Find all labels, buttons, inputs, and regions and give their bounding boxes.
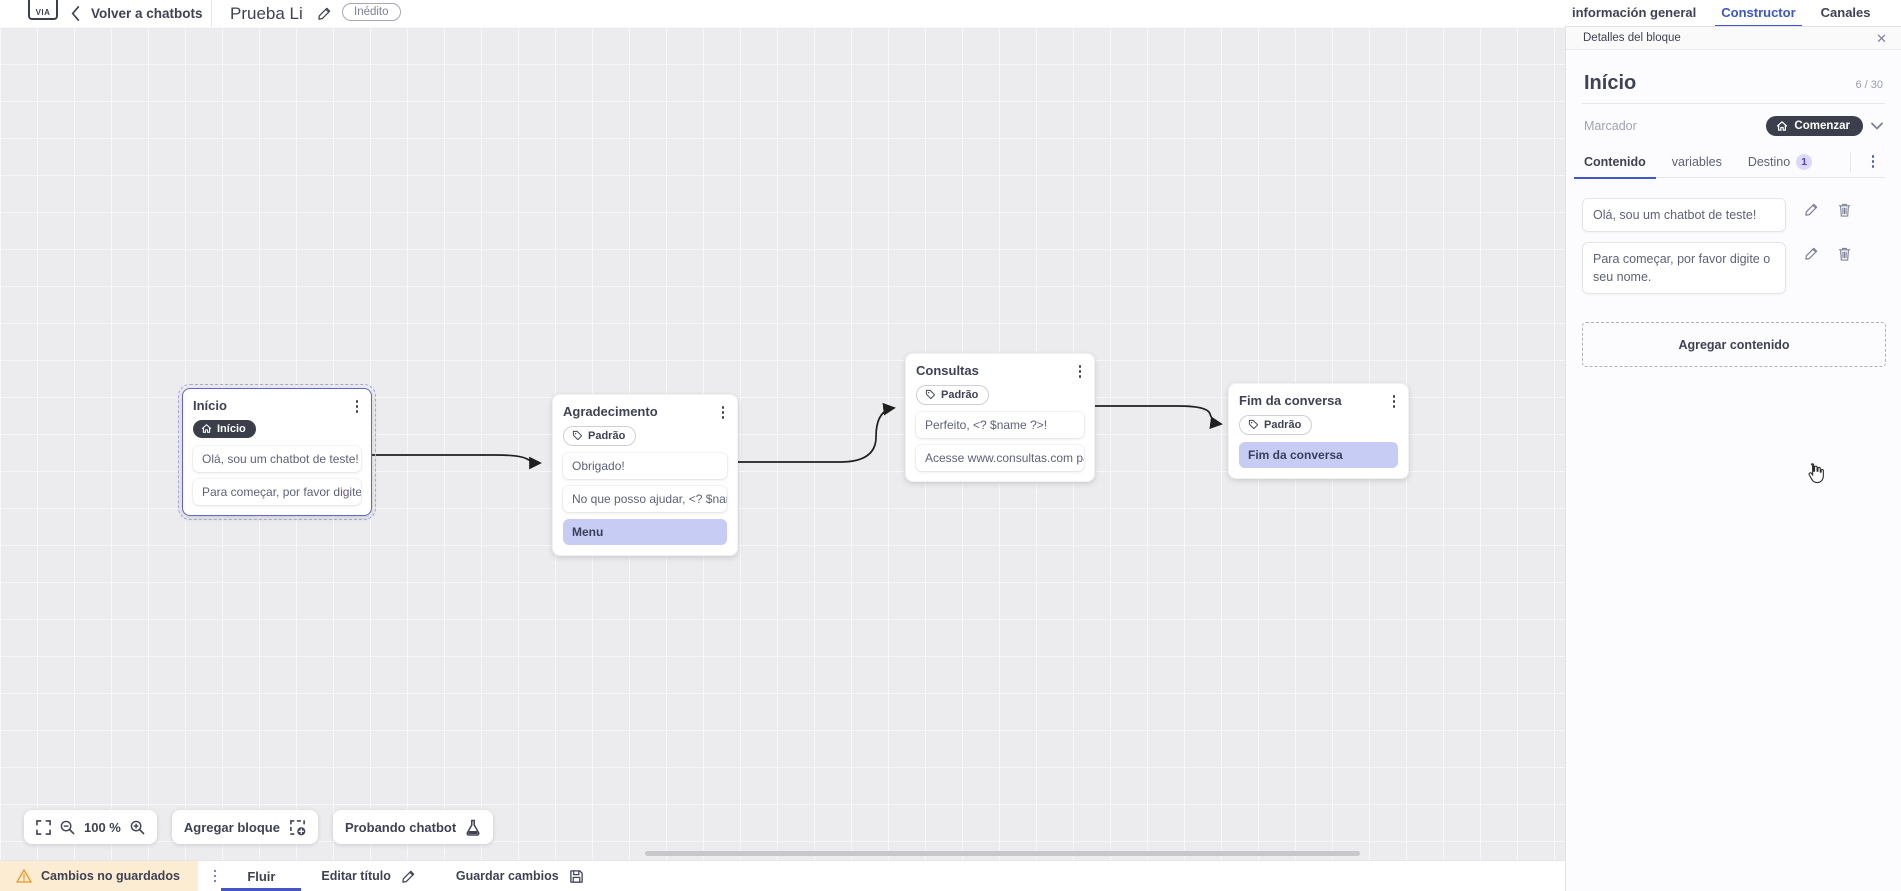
panel-menu-icon[interactable]: [1869, 153, 1878, 170]
top-bar: VIA Volver a chatbots Prueba Li Inédito …: [0, 0, 1901, 27]
home-icon: [1777, 121, 1788, 131]
header-divider: [211, 0, 212, 27]
back-label: Volver a chatbots: [91, 6, 203, 21]
node-message-item[interactable]: Olá, sou um chatbot de teste!: [193, 446, 361, 472]
node-agradecimento[interactable]: Agradecimento Padrão Obrigado! No que po…: [552, 394, 738, 556]
zoom-in-icon[interactable]: [130, 820, 145, 835]
node-menu-item[interactable]: Menu: [563, 519, 727, 545]
marker-label: Marcador: [1584, 119, 1637, 133]
unsaved-changes-chip: Cambios no guardados: [0, 861, 198, 891]
status-badge: Inédito: [342, 3, 401, 21]
content-list: Olá, sou um chatbot de teste! Para começ…: [1582, 178, 1886, 484]
tabs-divider: [1850, 152, 1851, 172]
tag-icon: [1248, 419, 1259, 430]
tab-fluir[interactable]: Fluir: [221, 861, 302, 891]
content-item-row: Olá, sou um chatbot de teste!: [1582, 198, 1885, 233]
tab-variables[interactable]: variables: [1671, 154, 1722, 169]
add-block-icon: [290, 819, 306, 835]
flask-icon: [466, 819, 480, 836]
chevron-down-icon[interactable]: [1871, 122, 1883, 130]
flow-options-icon[interactable]: [211, 868, 220, 885]
canvas-controls: 100 % Agregar bloque Probando chatbot: [24, 810, 494, 844]
node-title: Agradecimento: [563, 404, 658, 419]
test-chatbot-button[interactable]: Probando chatbot: [332, 810, 494, 844]
node-marker-badge: Padrão: [563, 425, 637, 446]
node-marker-badge: Padrão: [916, 384, 990, 405]
destino-count-badge: 1: [1796, 153, 1813, 170]
edit-title-button[interactable]: Editar título: [321, 869, 415, 884]
edge-consultas-fim: [1093, 405, 1223, 429]
chevron-left-icon: [71, 6, 80, 21]
tab-destino[interactable]: Destino 1: [1748, 146, 1813, 178]
node-menu-icon[interactable]: [1076, 363, 1085, 380]
close-icon[interactable]: ✕: [1876, 30, 1887, 46]
node-message-item[interactable]: Para começar, por favor digite o ...: [193, 479, 361, 505]
content-text[interactable]: Para começar, por favor digite o seu nom…: [1582, 242, 1786, 295]
edit-content-icon[interactable]: [1804, 246, 1819, 262]
home-icon: [201, 424, 212, 433]
block-details-panel: Detalles del bloque ✕ Início 6 / 30 Marc…: [1565, 27, 1901, 891]
app-logo: VIA: [28, 0, 58, 20]
node-title: Início: [193, 398, 227, 413]
node-title: Consultas: [916, 363, 979, 378]
logo-text: VIA: [35, 8, 51, 17]
node-fim-da-conversa[interactable]: Fim da conversa Padrão Fim da conversa: [1228, 383, 1409, 479]
add-content-button[interactable]: Agregar contenido: [1582, 322, 1886, 368]
warning-icon: [16, 869, 32, 883]
zoom-control: 100 %: [24, 810, 157, 844]
tab-contenido[interactable]: Contenido: [1574, 146, 1656, 179]
chatbot-title[interactable]: Prueba Li: [230, 3, 303, 23]
mouse-cursor-icon: [1808, 463, 1824, 484]
canvas-horizontal-scrollbar[interactable]: [645, 851, 1360, 856]
zoom-level: 100 %: [84, 819, 121, 835]
node-menu-icon[interactable]: [353, 398, 362, 415]
edit-content-icon[interactable]: [1804, 202, 1819, 218]
tabs-bottom-border: [1565, 26, 1901, 27]
content-item-row: Para começar, por favor digite o seu nom…: [1582, 242, 1885, 295]
flow-canvas[interactable]: Início Início Olá, sou um chatbot de tes…: [0, 27, 1565, 860]
node-inicio[interactable]: Início Início Olá, sou um chatbot de tes…: [178, 384, 376, 520]
edit-title-pencil-icon[interactable]: [317, 6, 332, 21]
node-menu-icon[interactable]: [1390, 393, 1399, 410]
tab-constructor[interactable]: Constructor: [1715, 0, 1803, 27]
builder-top-tabs: información general Constructor Canales: [1572, 0, 1871, 27]
node-message-item[interactable]: Obrigado!: [563, 453, 727, 479]
node-title: Fim da conversa: [1239, 393, 1342, 408]
flow-footer-bar: Cambios no guardados Fluir Editar título…: [0, 860, 1565, 891]
pencil-icon: [402, 870, 415, 883]
fit-screen-icon[interactable]: [36, 819, 51, 835]
node-marker-badge: Padrão: [1239, 414, 1313, 435]
delete-content-icon[interactable]: [1837, 202, 1852, 218]
tag-icon: [572, 430, 583, 441]
block-name-input[interactable]: Início: [1584, 72, 1637, 94]
content-text[interactable]: Olá, sou um chatbot de teste!: [1582, 198, 1786, 233]
save-changes-button[interactable]: Guardar cambios: [456, 869, 584, 884]
edge-agradecimento-consultas: [738, 402, 896, 463]
back-to-chatbots-button[interactable]: Volver a chatbots: [70, 0, 203, 27]
node-consultas[interactable]: Consultas Padrão Perfeito, <? $name ?>! …: [905, 353, 1095, 482]
add-block-button[interactable]: Agregar bloque: [171, 810, 318, 844]
delete-content-icon[interactable]: [1837, 246, 1852, 262]
tab-informacion-general[interactable]: información general: [1572, 5, 1697, 20]
char-counter: 6 / 30: [1855, 79, 1883, 91]
zoom-out-icon[interactable]: [60, 820, 75, 835]
node-menu-item[interactable]: Fim da conversa: [1239, 442, 1398, 468]
panel-tabs: Contenido variables Destino 1: [1574, 146, 1885, 179]
node-marker-badge: Início: [193, 419, 256, 438]
node-message-item[interactable]: Acesse www.consultas.com par...: [916, 445, 1084, 471]
node-message-item[interactable]: No que posso ajudar, <? $name ...: [563, 486, 727, 512]
edge-inicio-agradecimento: [372, 454, 542, 470]
marker-value-button[interactable]: Comenzar: [1766, 116, 1863, 136]
node-message-item[interactable]: Perfeito, <? $name ?>!: [916, 412, 1084, 438]
node-menu-icon[interactable]: [719, 404, 728, 421]
panel-title: Detalles del bloque: [1583, 32, 1681, 44]
tab-canales[interactable]: Canales: [1820, 5, 1871, 20]
save-icon: [569, 869, 583, 883]
tag-icon: [925, 389, 936, 400]
